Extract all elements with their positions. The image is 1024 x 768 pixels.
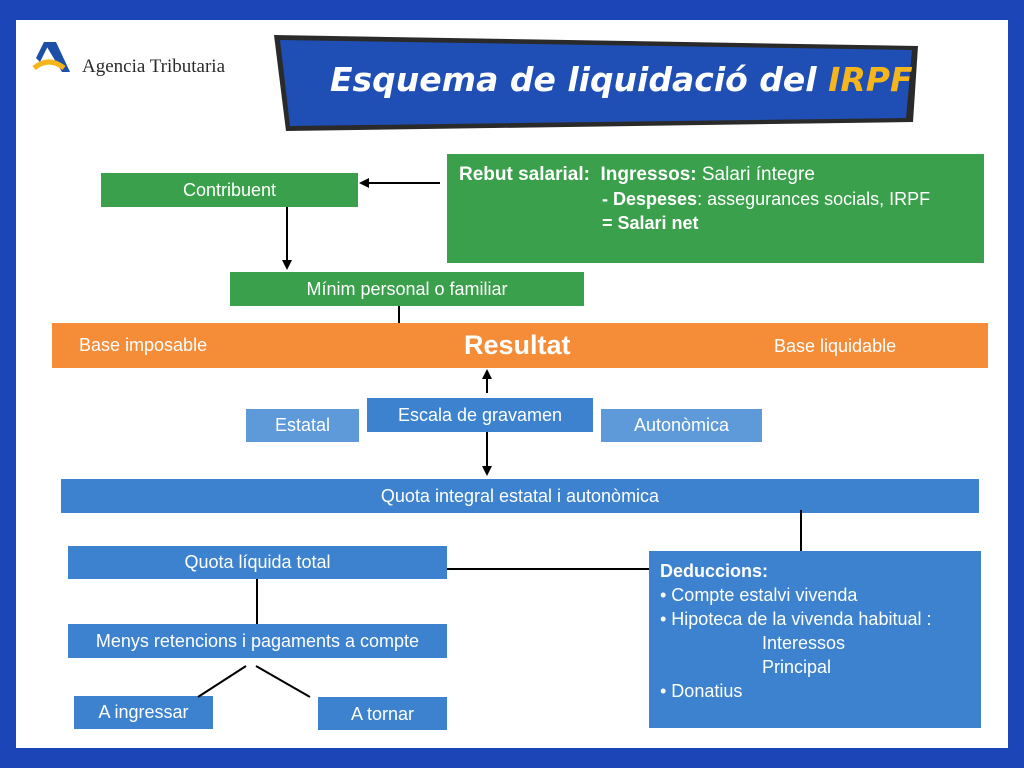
base-imposable-label: Base imposable [79,335,208,355]
ingressos-value: Salari íntegre [696,164,815,185]
deduccions-heading: Deduccions: [660,561,769,581]
deduccion-subitem: Interessos [762,633,846,653]
quota-liquida-label: Quota líquida total [184,552,331,572]
deduccion-subitem: Principal [762,657,832,677]
quota-integral-box: Quota integral estatal i autonòmica [61,479,979,513]
title-banner [268,32,923,134]
minim-box: Mínim personal o familiar [230,272,584,306]
contribuent-box: Contribuent [101,173,358,207]
a-tornar-label: A tornar [350,704,415,724]
quota-integral-label: Quota integral estatal i autonòmica [380,486,660,506]
deduccion-item: • Hipoteca de la vivenda habitual : [660,609,932,629]
autonomica-box: Autonòmica [601,409,762,442]
a-ingressar-label: A ingressar [98,702,189,722]
despeses-label: Despeses [613,189,698,209]
banner-title-accent: IRPF [828,60,913,99]
resultat-bar: Base imposable Resultat Base liquidable [52,323,988,368]
banner-title: Esquema de liquidació del IRPF [330,60,913,99]
base-liquidable-label: Base liquidable [774,336,897,356]
agencia-tributaria-logo [30,38,78,78]
logo-text: Agencia Tributaria [82,56,226,77]
salari-net: = Salari net [602,213,699,233]
deduccion-item: • Compte estalvi vivenda [660,585,858,605]
escala-label: Escala de gravamen [397,405,563,425]
rebut-salarial-box: Rebut salarial: Ingressos: Salari íntegr… [447,154,984,263]
resultat-label: Resultat [464,330,571,360]
a-tornar-box: A tornar [318,697,447,730]
a-ingressar-box: A ingressar [74,696,213,729]
logo-mark-icon [32,42,70,72]
estatal-label: Estatal [274,415,331,435]
menys-retencions-box: Menys retencions i pagaments a compte [68,624,447,658]
escala-box: Escala de gravamen [367,398,593,432]
quota-liquida-box: Quota líquida total [68,546,447,579]
deduccions-box: Deduccions: • Compte estalvi vivenda • H… [649,551,981,728]
rebut-heading: Rebut salarial: [459,164,590,185]
banner-title-main: Esquema de liquidació del [330,60,829,99]
minim-label: Mínim personal o familiar [306,279,508,299]
autonomica-label: Autonòmica [633,415,730,435]
estatal-box: Estatal [246,409,359,442]
ingressos-label: Ingressos: [600,164,697,185]
despeses-prefix: - [602,189,613,209]
menys-retencions-label: Menys retencions i pagaments a compte [95,631,420,651]
contribuent-label: Contribuent [182,180,277,200]
despeses-value: : assegurances socials, IRPF [697,189,931,209]
deduccion-item: • Donatius [660,681,743,701]
